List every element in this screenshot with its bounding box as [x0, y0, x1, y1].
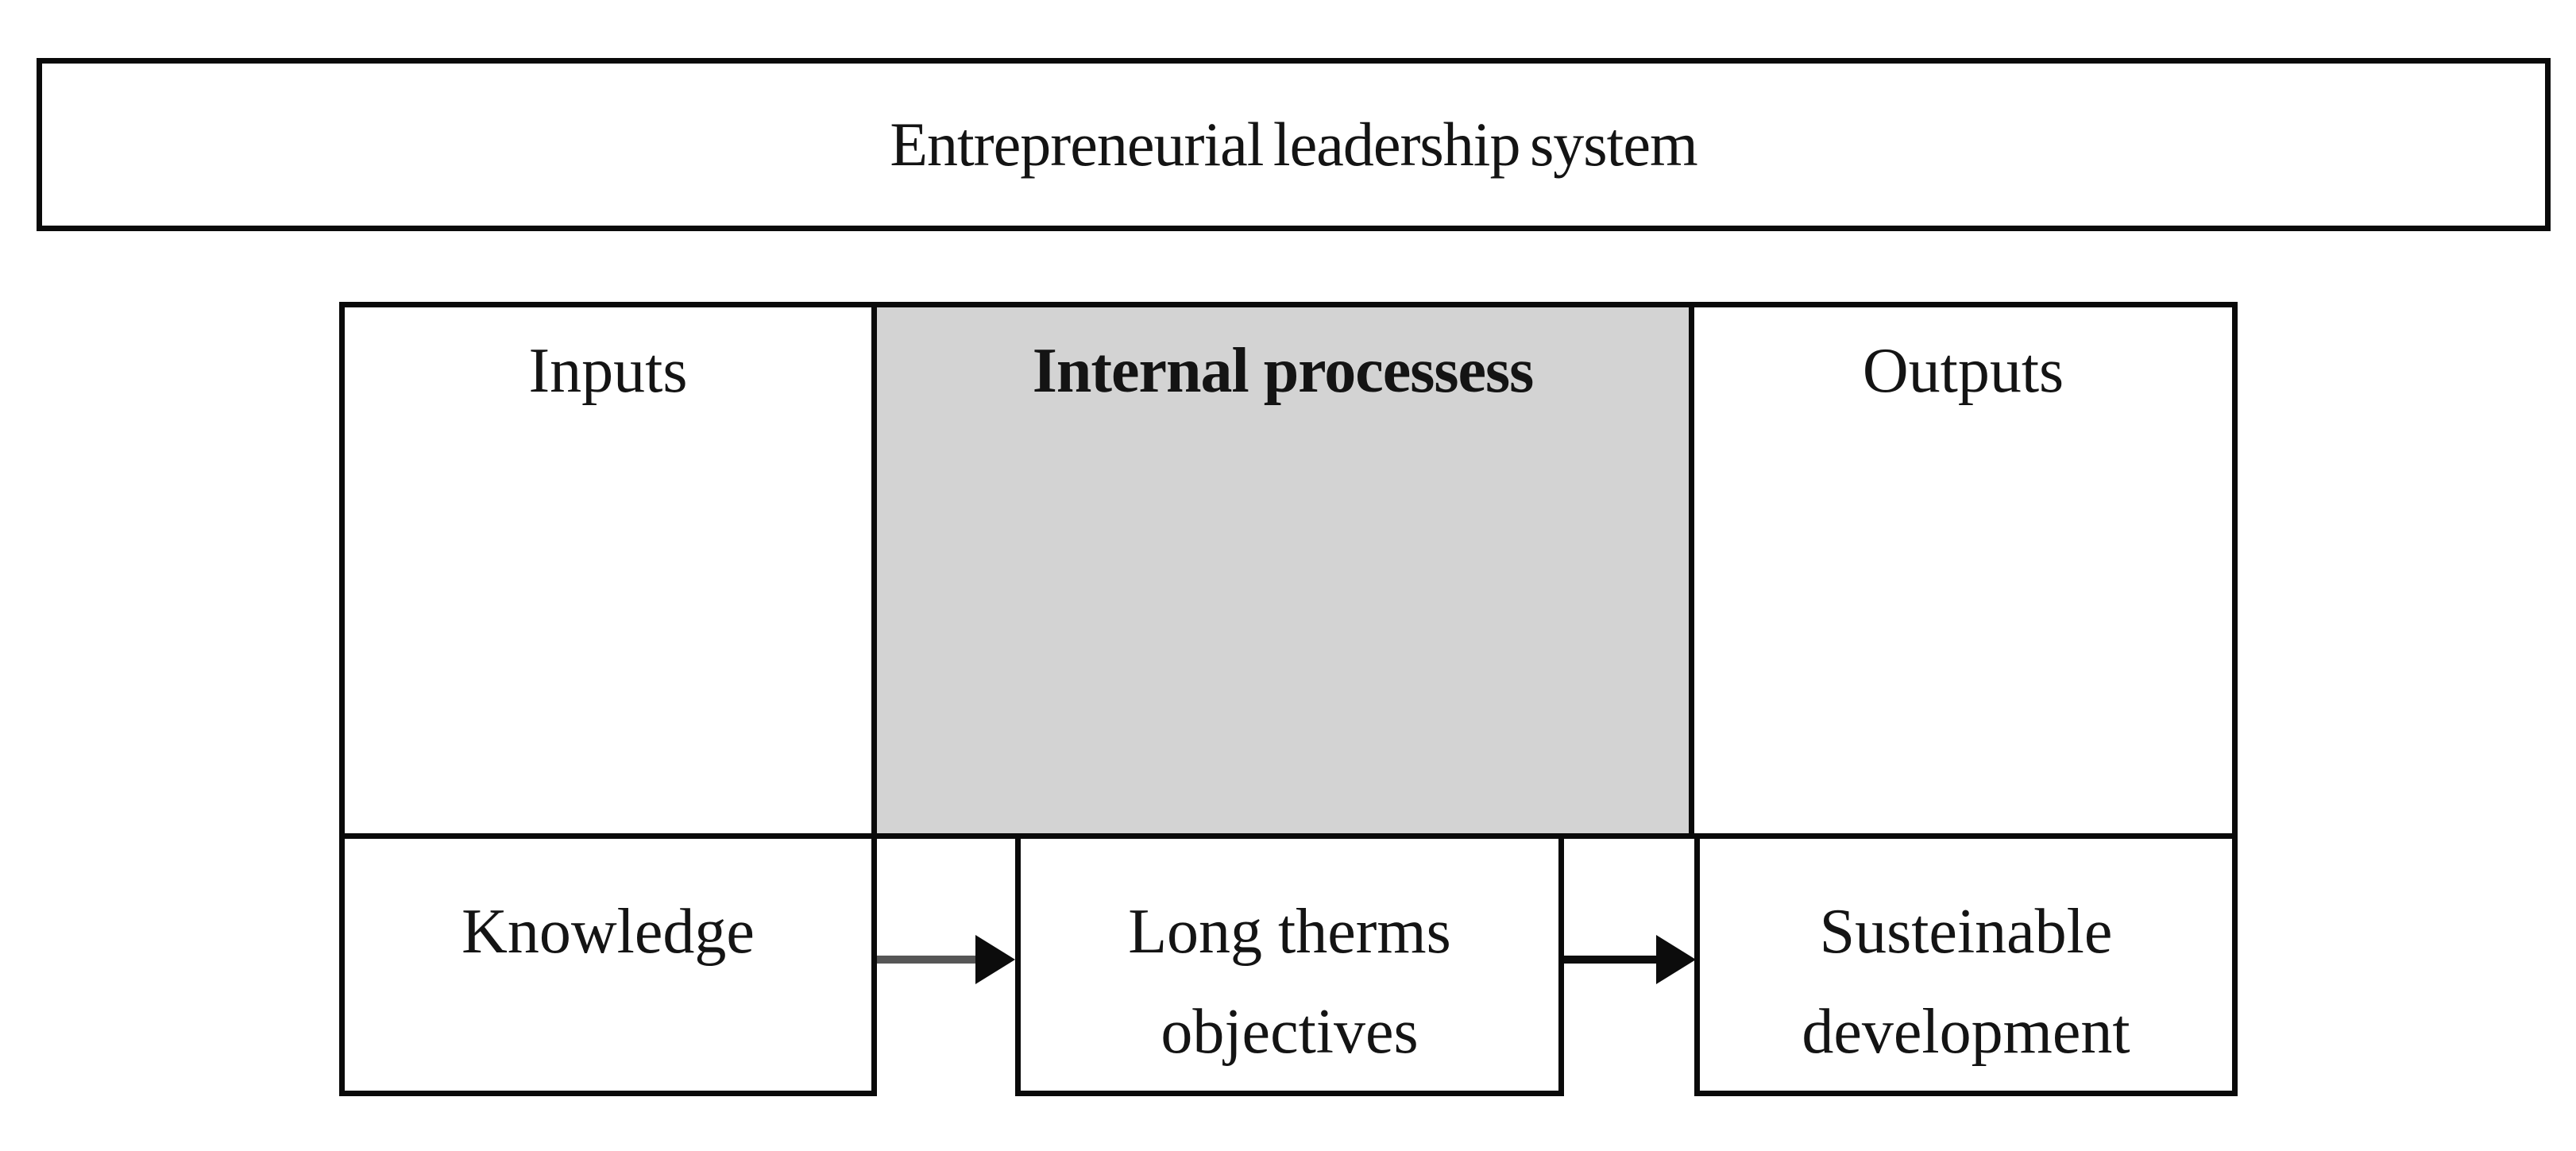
inputs-label: Inputs — [528, 336, 688, 406]
long-terms-objectives-label-line-2: objectives — [1161, 997, 1419, 1067]
inputs-column: Inputs — [345, 307, 877, 833]
system-columns-block: Inputs Internal processess Outputs — [339, 302, 2238, 839]
internal-processes-column: Internal processess — [877, 307, 1694, 833]
outputs-label: Outputs — [1862, 336, 2064, 406]
long-terms-objectives-label-line-1: Long therms — [1128, 897, 1451, 967]
knowledge-label: Knowledge — [345, 882, 871, 982]
sustainable-development-label-line-2: development — [1802, 997, 2130, 1067]
outputs-column: Outputs — [1694, 307, 2232, 833]
knowledge-box: Knowledge — [339, 833, 877, 1096]
sustainable-development-box: Susteinable development — [1694, 833, 2238, 1096]
long-terms-objectives-label: Long therms objectives — [1021, 882, 1558, 1082]
arrow-shaft — [1564, 956, 1656, 964]
arrow-head-icon — [1656, 935, 1696, 984]
sustainable-development-label: Susteinable development — [1700, 882, 2232, 1082]
arrow-shaft — [877, 956, 975, 964]
internal-processes-label: Internal processess — [1032, 336, 1535, 406]
arrow-head-icon — [975, 935, 1015, 984]
diagram-title: Entrepreneurial leadership system — [890, 110, 1697, 179]
knowledge-label-line: Knowledge — [462, 897, 755, 967]
long-terms-objectives-box: Long therms objectives — [1015, 833, 1564, 1096]
sustainable-development-label-line-1: Susteinable — [1819, 897, 2113, 967]
title-box: Entrepreneurial leadership system — [37, 58, 2551, 231]
